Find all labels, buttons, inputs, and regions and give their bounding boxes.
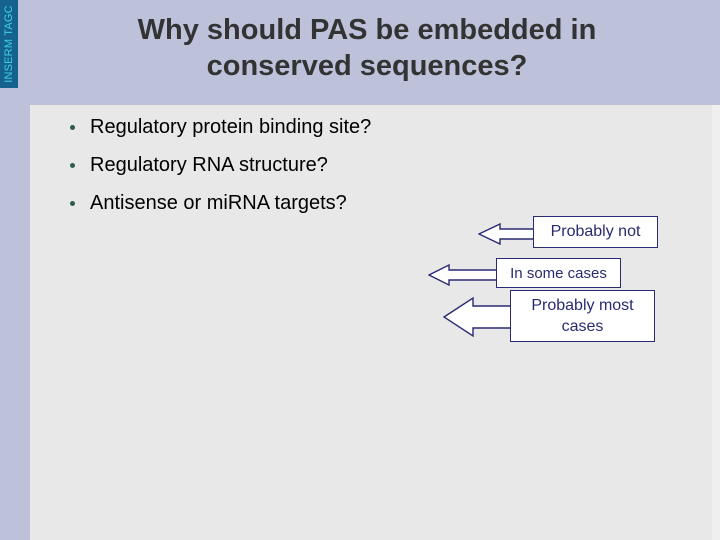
callout-box: In some cases xyxy=(496,258,621,288)
list-item-label: Regulatory RNA structure? xyxy=(90,154,328,176)
list-item: Regulatory RNA structure? xyxy=(70,146,490,184)
list-item: Antisense or miRNA targets? xyxy=(70,184,490,222)
title-band xyxy=(0,0,720,105)
callout-in-some-cases: In some cases xyxy=(428,258,621,292)
bullet-dot-icon xyxy=(70,162,75,168)
left-block-arrow-icon xyxy=(443,296,517,338)
right-edge-strip xyxy=(712,105,720,540)
bullet-list: Regulatory protein binding site? Regulat… xyxy=(70,108,490,222)
list-item-label: Regulatory protein binding site? xyxy=(90,116,372,138)
callout-probably-not: Probably not xyxy=(478,216,658,252)
left-block-arrow-icon xyxy=(478,222,540,246)
callout-line-1: Probably most xyxy=(531,297,634,314)
page-title: Why should PAS be embedded in conserved … xyxy=(137,14,597,82)
callout-line-1: In some cases xyxy=(510,264,607,282)
list-item: Regulatory protein binding site? xyxy=(70,108,490,146)
callout-box: Probably not xyxy=(533,216,658,248)
bullet-dot-icon xyxy=(70,124,75,130)
left-block-arrow-icon xyxy=(428,263,502,287)
callout-probably-most-cases: Probably most cases xyxy=(443,290,655,344)
callout-line-1: Probably not xyxy=(550,223,641,240)
brand-label: INSERM TAGC xyxy=(3,5,15,83)
bullet-dot-icon xyxy=(70,200,75,206)
list-item-label: Antisense or miRNA targets? xyxy=(90,192,347,214)
callout-line-2: cases xyxy=(561,318,604,335)
callout-box: Probably most cases xyxy=(510,290,655,342)
brand-bar: INSERM TAGC xyxy=(0,0,18,88)
